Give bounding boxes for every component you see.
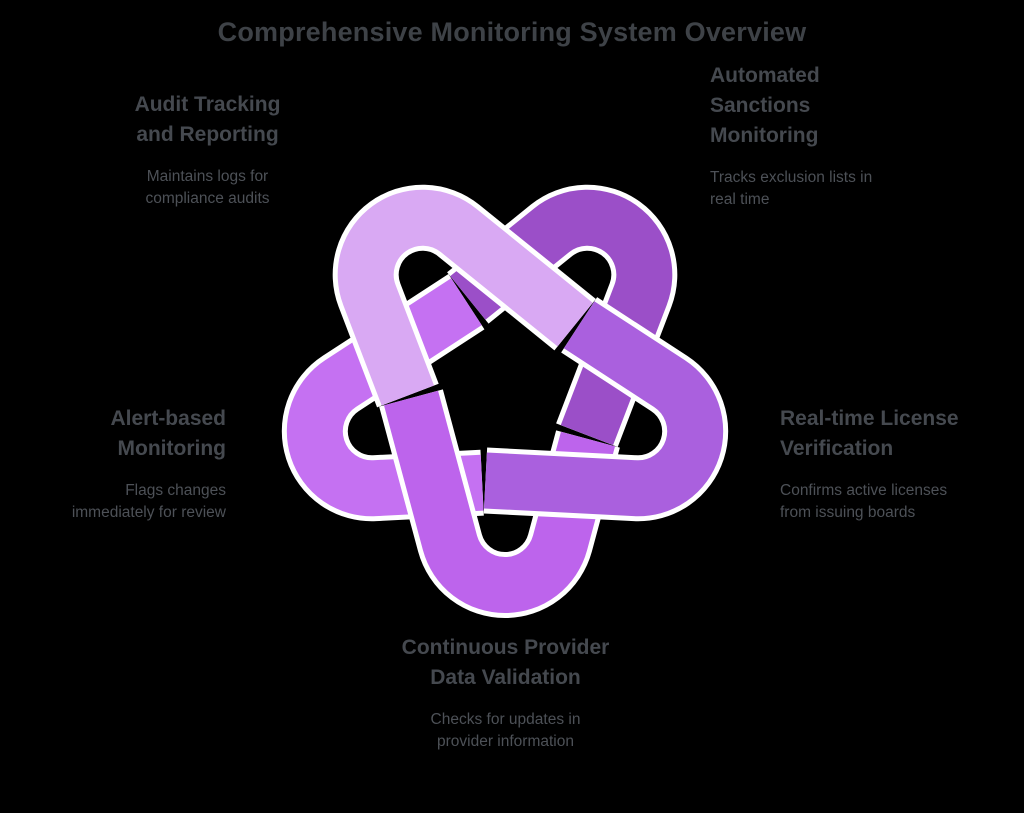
- node-sanctions-monitoring-label: Automated Sanctions Monitoring: [710, 64, 820, 147]
- node-audit-tracking-description: Maintains logs for compliance audits: [145, 168, 270, 207]
- node-alert-monitoring-label: Alert-based Monitoring: [110, 407, 226, 460]
- node-license-verification: Real-time License Verification Confirms …: [780, 404, 995, 524]
- node-sanctions-monitoring-description: Tracks exclusion lists in real time: [710, 169, 873, 208]
- node-sanctions-monitoring: Automated Sanctions Monitoring Tracks ex…: [710, 61, 895, 211]
- node-alert-monitoring: Alert-based Monitoring Flags changes imm…: [56, 404, 226, 524]
- node-provider-data-validation-label: Continuous Provider Data Validation: [401, 636, 610, 689]
- node-license-verification-label: Real-time License Verification: [780, 407, 959, 460]
- knot-loop-provider-data-validation: [379, 389, 620, 618]
- node-license-verification-description: Confirms active licenses from issuing bo…: [780, 482, 948, 521]
- node-audit-tracking-label: Audit Tracking and Reporting: [134, 93, 281, 146]
- knot-loop-alert-monitoring: [281, 274, 485, 522]
- node-provider-data-validation-description: Checks for updates in provider informati…: [430, 711, 581, 750]
- page-title: Comprehensive Monitoring System Overview: [217, 17, 807, 47]
- knot-loop-audit-tracking: [332, 184, 596, 408]
- knot-loop-sanctions-monitoring: [447, 184, 678, 447]
- node-alert-monitoring-description: Flags changes immediately for review: [71, 482, 226, 521]
- node-audit-tracking: Audit Tracking and Reporting Maintains l…: [115, 90, 300, 210]
- knot-loop-license-verification: [483, 297, 729, 522]
- node-provider-data-validation: Continuous Provider Data Validation Chec…: [398, 633, 613, 753]
